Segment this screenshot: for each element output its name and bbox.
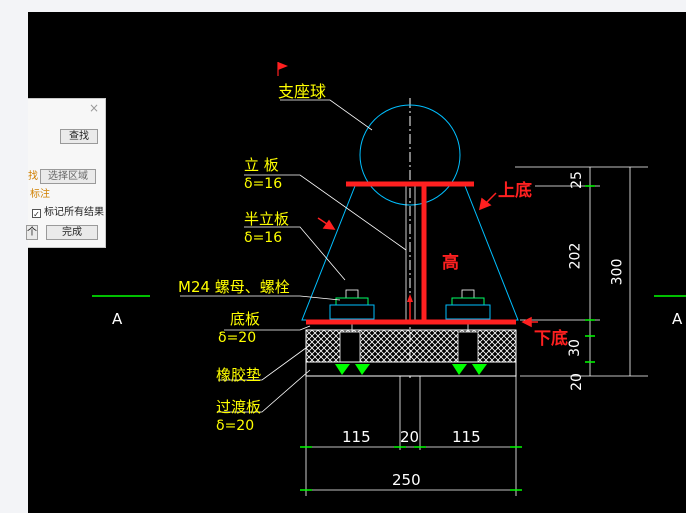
rubber-pad (305, 329, 517, 363)
mark-label: 标注 (30, 189, 50, 200)
close-icon[interactable]: × (88, 101, 99, 115)
vertical-dimensions (515, 166, 648, 377)
cad-drawing (92, 62, 686, 496)
horizontal-dimensions (305, 376, 517, 496)
mark-all-label: 标记所有结果 (44, 207, 104, 218)
done-button[interactable]: 完成 (46, 225, 98, 240)
find-dialog: × 查找 找 选择区域 标注 ✓ 标记所有结果 个 完成 (26, 98, 106, 248)
prev-button[interactable]: 个 (26, 225, 38, 240)
red-arrows (317, 192, 538, 328)
select-region-button[interactable]: 选择区域 (40, 169, 96, 184)
find-target-fragment: 找 (28, 171, 38, 182)
flag-icon (278, 62, 288, 70)
left-panel-strip (0, 0, 28, 513)
leader-lines (180, 99, 407, 413)
cad-drawing-canvas[interactable]: 支座球 立 板 δ=16 半立板 δ=16 M24 螺母、螺栓 底板 δ=20 … (28, 12, 686, 513)
mark-all-checkbox[interactable]: ✓ (32, 209, 41, 219)
find-button[interactable]: 查找 (60, 129, 98, 144)
support-ball (359, 104, 461, 206)
